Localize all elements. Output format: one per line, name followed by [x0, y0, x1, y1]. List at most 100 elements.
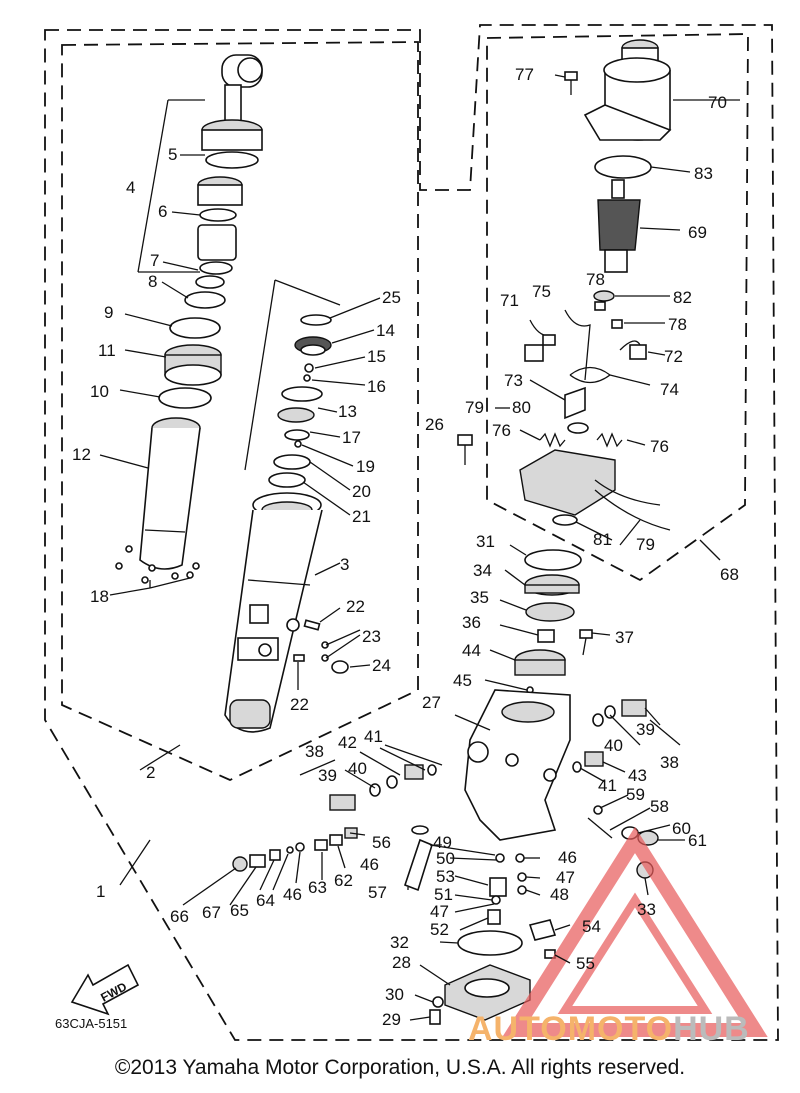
part-25-oring — [300, 314, 332, 326]
document-number: 63CJA-5151 — [55, 1016, 128, 1031]
callout: 41 — [364, 727, 383, 746]
callout: 76 — [650, 437, 669, 456]
part-53-valve — [489, 877, 507, 897]
assembly-2-boundary — [61, 41, 419, 781]
part-17-ring — [284, 429, 310, 441]
callout: 77 — [515, 65, 534, 84]
part-31-oring — [524, 549, 582, 571]
part-71-brush — [529, 319, 556, 337]
callout: 29 — [382, 1010, 401, 1029]
part-34-ring — [524, 574, 580, 596]
callout: 11 — [98, 341, 116, 360]
callout: 70 — [708, 93, 727, 112]
callout: 31 — [476, 532, 495, 551]
callout: 80 — [512, 398, 531, 417]
part-10-oring — [158, 387, 212, 409]
part-39-fitting-right — [621, 699, 647, 717]
part-14-cap — [294, 336, 332, 356]
callout: 50 — [436, 849, 455, 868]
part-74-spring — [569, 366, 612, 384]
part-44-gear-pump — [514, 649, 566, 676]
callout: 1 — [96, 882, 105, 901]
part-26-bolt — [457, 434, 473, 446]
part-83-oring — [594, 155, 652, 179]
part-18-balls — [115, 545, 200, 584]
part-30-washer — [432, 996, 444, 1008]
callout: 47 — [556, 868, 575, 887]
callout: 42 — [338, 733, 357, 752]
part-36-bushing — [537, 629, 555, 643]
part-37-bolt — [579, 629, 593, 639]
callout: 46 — [360, 855, 379, 874]
fwd-arrow-icon — [70, 963, 140, 1016]
callout: 22 — [346, 597, 365, 616]
callout: 3 — [340, 555, 349, 574]
part-75-lead — [564, 309, 591, 381]
part-13-ring — [277, 407, 315, 423]
copyright-text: ©2013 Yamaha Motor Corporation, U.S.A. A… — [114, 1056, 686, 1079]
callout: 15 — [367, 347, 386, 366]
watermark-logo-icon — [502, 826, 768, 1037]
callout: 28 — [392, 953, 411, 972]
callout: 2 — [146, 763, 155, 782]
part-63-valve — [314, 839, 328, 851]
callout: 36 — [462, 613, 481, 632]
callout: 82 — [673, 288, 692, 307]
callout: 69 — [688, 223, 707, 242]
callout: 53 — [436, 867, 455, 886]
part-29-bolt — [429, 1009, 441, 1025]
callout: 56 — [372, 833, 391, 852]
part-32-oring — [457, 930, 523, 956]
callout: 79 — [636, 535, 655, 554]
callout: 54 — [582, 917, 601, 936]
part-81-base — [519, 449, 671, 531]
callout: 43 — [628, 766, 647, 785]
callout: 26 — [425, 415, 444, 434]
part-67-spring — [249, 854, 266, 868]
callout: 61 — [688, 831, 707, 850]
piston-rod — [195, 54, 263, 289]
part-62-valve — [329, 834, 343, 846]
part-82-washer — [593, 290, 615, 302]
callout: 49 — [433, 833, 452, 852]
callout: 8 — [148, 272, 157, 291]
callout: 55 — [576, 954, 595, 973]
part-12-tube — [139, 417, 201, 570]
callout: 23 — [362, 627, 381, 646]
callout: 68 — [720, 565, 739, 584]
callout: 79 — [465, 398, 484, 417]
part-70-motor — [583, 39, 672, 141]
callout: 75 — [532, 282, 551, 301]
callout: 65 — [230, 901, 249, 920]
callout: 44 — [462, 641, 481, 660]
callout: 4 — [126, 178, 135, 197]
callout: 6 — [158, 202, 167, 221]
callout: 19 — [356, 457, 375, 476]
callout: 52 — [430, 920, 449, 939]
callout: 46 — [283, 885, 302, 904]
callout: 59 — [626, 785, 645, 804]
part-21-circlip — [268, 472, 306, 488]
part-54-plate — [528, 919, 557, 941]
callout: 78 — [586, 270, 605, 289]
callout: 71 — [500, 291, 519, 310]
part-76-springs — [539, 432, 566, 448]
callout: 32 — [390, 933, 409, 952]
part-52-valve — [487, 909, 501, 925]
watermark-text: AUTOMOTOHUB — [468, 1010, 750, 1049]
part-57-tube — [403, 838, 433, 892]
part-15-ball — [304, 363, 314, 373]
callout: 18 — [90, 587, 109, 606]
watermark-part2: HUB — [673, 1010, 750, 1048]
part-72-brush — [619, 340, 641, 351]
callout: 78 — [668, 315, 687, 334]
part-66-plug — [232, 856, 248, 872]
callout: 66 — [170, 907, 189, 926]
callout: 58 — [650, 797, 669, 816]
part-39-fitting-left — [329, 794, 356, 811]
callout: 38 — [305, 742, 324, 761]
callout: 16 — [367, 377, 386, 396]
part-19-ball — [294, 440, 302, 448]
callout: 25 — [382, 288, 401, 307]
callout: 17 — [342, 428, 361, 447]
